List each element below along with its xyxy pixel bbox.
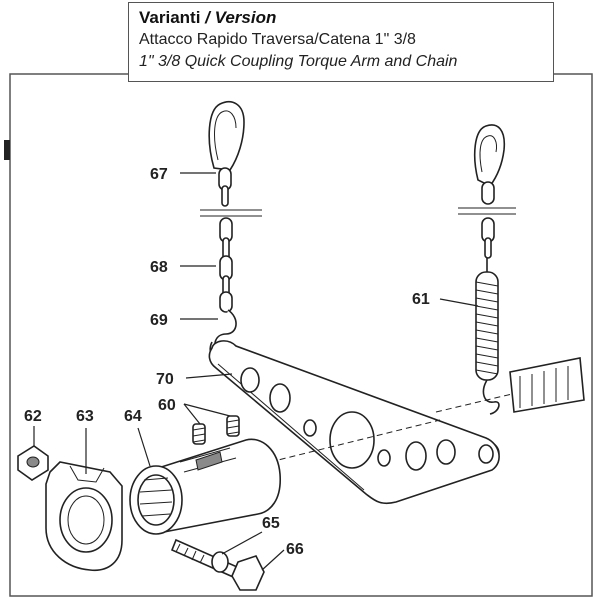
title-english: 1" 3/8 Quick Coupling Torque Arm and Cha… [139,53,458,70]
square-nut-icon [17,445,49,481]
part-label-69: 69 [150,312,168,329]
title-separator: / [205,8,210,27]
chain-links-upper [218,167,232,207]
part-label-66: 66 [286,541,304,558]
torque-arm-plate [208,340,500,505]
bolt-head-icon [231,555,265,591]
washer-icon [211,551,229,573]
part-label-61: 61 [412,291,430,308]
variant-label: Varianti [139,8,201,27]
left-chain-assembly [200,100,262,361]
version-line: Varianti / Version [139,7,543,29]
version-label: Version [214,8,277,27]
part-label-60: 60 [158,397,176,414]
frame-tab [4,140,10,160]
chain-links-lower [219,217,233,313]
title-box: Varianti / Version Attacco Rapido Traver… [128,2,554,82]
title-italian: Attacco Rapido Traversa/Catena 1" 3/8 [139,31,416,48]
clamp-collar-icon [45,461,123,571]
spring-icon [475,258,499,381]
set-screws-icon [192,415,240,445]
part-label-68: 68 [150,259,168,276]
part-label-70: 70 [156,371,174,388]
carabiner-left-icon [208,100,245,171]
part-labels: 67 68 69 70 61 60 62 63 64 65 66 [24,166,430,558]
leader-lines [33,172,479,571]
carabiner-right-icon [473,124,506,188]
part-label-63: 63 [76,408,94,425]
shaft-end-icon [435,357,585,413]
part-label-67: 67 [150,166,168,183]
part-label-64: 64 [124,408,142,425]
right-spring-assembly [458,124,516,463]
coupling-sleeve-icon [129,438,281,535]
part-label-65: 65 [262,515,280,532]
part-label-62: 62 [24,408,42,425]
